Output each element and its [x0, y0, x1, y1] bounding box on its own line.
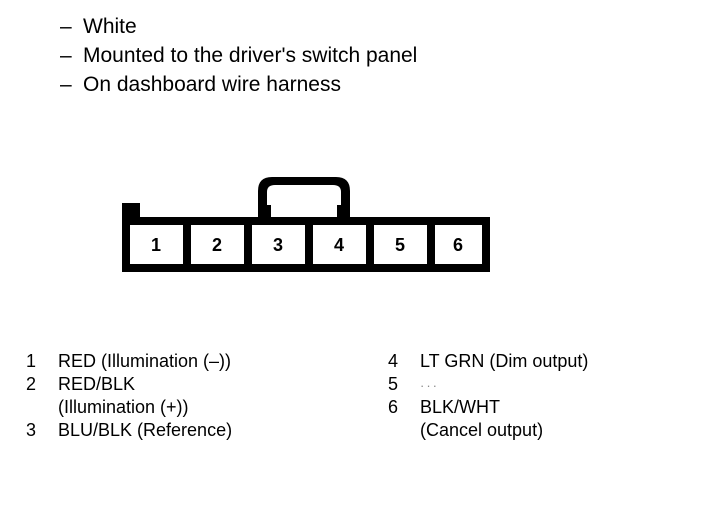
pin-cavity-6 — [435, 225, 482, 264]
connector-diagram: 1 2 3 4 5 6 — [110, 165, 510, 285]
legend-pin-number: 5 — [388, 374, 399, 394]
pin-number-4: 4 — [334, 235, 344, 255]
legend-entry-pin-5: 5 ··· — [388, 373, 588, 396]
legend-entry-pin-2: 2 RED/BLK (Illumination (+)) — [26, 373, 232, 419]
note-text: On dashboard wire harness — [83, 73, 341, 96]
connector-notes-list: – White – Mounted to the driver's switch… — [60, 12, 660, 99]
legend-column-right: 4 LT GRN (Dim output) 5 ··· 6 BLK/WHT (C… — [388, 350, 588, 442]
note-item: – On dashboard wire harness — [60, 70, 660, 99]
legend-entry-pin-6: 6 BLK/WHT (Cancel output) — [388, 396, 588, 442]
pin-cavity-1 — [130, 225, 183, 264]
latch-tab-icon — [258, 177, 350, 221]
legend-entry-pin-3: 3 BLU/BLK (Reference) — [26, 419, 232, 442]
legend-pin-label: ··· — [420, 378, 439, 393]
legend-pin-number: 3 — [26, 420, 37, 440]
pin-number-2: 2 — [212, 235, 222, 255]
pin-cavity-2 — [191, 225, 244, 264]
legend-pin-label-continued: (Illumination (+)) — [58, 397, 189, 417]
bullet-dash-icon: – — [60, 15, 72, 38]
pin-number-6: 6 — [453, 235, 463, 255]
pin-number-1: 1 — [151, 235, 161, 255]
legend-pin-label-continued: (Cancel output) — [420, 420, 544, 440]
pin-number-5: 5 — [395, 235, 405, 255]
legend-column-left: 1 RED (Illumination (–)) 2 RED/BLK (Illu… — [26, 350, 232, 442]
legend-pin-label: BLK/WHT — [420, 397, 501, 417]
note-text: White — [83, 15, 137, 38]
pin-legend: 1 RED (Illumination (–)) 2 RED/BLK (Illu… — [0, 350, 704, 480]
pin-cavity-3 — [252, 225, 305, 264]
legend-pin-number: 4 — [388, 351, 399, 371]
pin-cavities — [130, 225, 482, 264]
note-text: Mounted to the driver's switch panel — [83, 44, 418, 67]
bullet-dash-icon: – — [60, 44, 72, 67]
legend-pin-label: RED (Illumination (–)) — [58, 351, 232, 371]
note-item: – Mounted to the driver's switch panel — [60, 41, 660, 70]
legend-entry-pin-4: 4 LT GRN (Dim output) — [388, 350, 588, 373]
legend-pin-label: BLU/BLK (Reference) — [58, 420, 233, 440]
legend-entry-pin-1: 1 RED (Illumination (–)) — [26, 350, 232, 373]
pin-cavity-4 — [313, 225, 366, 264]
legend-pin-number: 2 — [26, 374, 37, 394]
legend-pin-label: RED/BLK — [58, 374, 136, 394]
legend-pin-number: 1 — [26, 351, 37, 371]
pin-cavity-5 — [374, 225, 427, 264]
note-item: – White — [60, 12, 660, 41]
legend-pin-label: LT GRN (Dim output) — [420, 351, 589, 371]
legend-pin-number: 6 — [388, 397, 399, 417]
pin-number-3: 3 — [273, 235, 283, 255]
bullet-dash-icon: – — [60, 73, 72, 96]
connector-svg: 1 2 3 4 5 6 — [122, 177, 490, 272]
